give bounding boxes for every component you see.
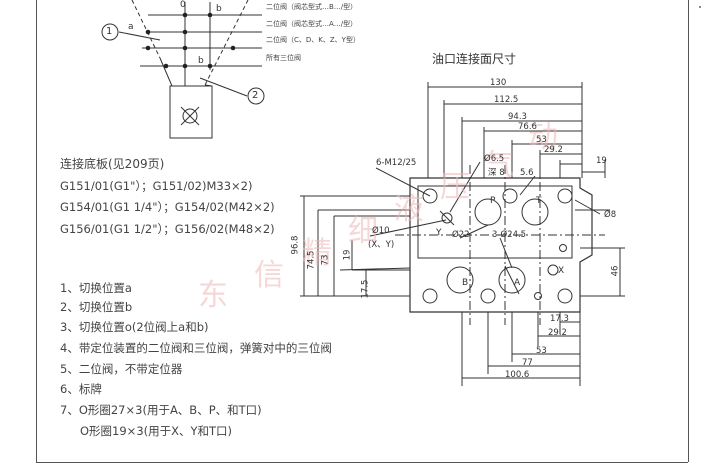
port-letter: B: [462, 278, 469, 288]
valve-position-symbol: [101, 0, 265, 139]
base-plate-row: G156/01(G1 1/2"）；G156/02(M48×2): [60, 222, 275, 236]
position-letter: 0: [180, 0, 186, 10]
symbol-legend-line: 二位阀（C、D、K、Z、Y型）: [266, 36, 360, 44]
base-plate-row: G154/01(G1 1/4"）；G154/02(M42×2): [60, 200, 275, 214]
callout-label: 5.6: [520, 168, 534, 178]
symbol-legend-line: 二位阀（阀芯型式…A…/型）: [266, 20, 358, 28]
dimension-label: 130: [490, 78, 507, 88]
dimension-label: 19: [596, 156, 607, 166]
base-plate-title: 连接底板(见209页): [60, 157, 165, 171]
callout-leaders: [369, 161, 601, 269]
position-letter: b: [216, 4, 222, 14]
port-letter: P: [490, 196, 496, 206]
base-plate-row: G151/01(G1"）；G151/02)M33×2): [60, 179, 253, 193]
dimension-label: 112.5: [494, 95, 519, 105]
note-item: O形圈19×3(用于X、Y和T口): [80, 424, 233, 438]
callout-label: Ø10: [372, 226, 390, 236]
dimension-label: 74.5: [306, 250, 317, 270]
dimension-label: 19: [342, 249, 353, 261]
watermark-char: 细: [348, 214, 378, 249]
port-letter: T: [536, 196, 542, 206]
port-dimension-title: 油口连接面尺寸: [432, 52, 517, 66]
symbol-legend-line: 二位阀（阀芯型式…B…/型）: [266, 3, 358, 11]
callout-label: Ø8: [604, 210, 617, 220]
callout-number: 2: [252, 90, 259, 101]
watermark-char: 精: [302, 236, 332, 271]
port-letter: Y: [436, 228, 442, 238]
callout-label: Ø6.5: [484, 154, 505, 164]
dimension-label: 29.2: [548, 328, 567, 338]
note-item: 4、带定位装置的二位阀和三位阀，弹簧对中的三位阀: [60, 341, 332, 355]
dimension-label: 53: [536, 346, 547, 356]
note-item: 5、二位阀，不带定位器: [60, 362, 183, 376]
callout-number: 1: [106, 26, 113, 37]
watermark-char: 气: [484, 148, 514, 183]
dimension-label: 100.6: [505, 370, 530, 380]
frame-right-border: [688, 0, 689, 462]
bottom-dimension-lines: [461, 312, 581, 386]
dimension-label: 76.6: [518, 122, 537, 132]
dimension-label: 29.2: [544, 145, 563, 155]
symbol-legend-line: 所有三位阀: [266, 54, 301, 62]
mounting-face-outline: [395, 165, 605, 325]
note-item: 3、切换位置o(2位阀上a和b): [60, 320, 209, 334]
position-letter: a: [128, 22, 134, 32]
watermark-char: 动: [528, 120, 558, 155]
dimension-label: 17.5: [360, 279, 371, 299]
watermark-char: 东: [198, 278, 228, 313]
corner-mark: [699, 6, 701, 8]
note-item: 6、标牌: [60, 382, 102, 396]
callout-label: (X、Y): [368, 240, 395, 250]
dimension-label: 94.3: [508, 112, 527, 122]
frame-bottom-border: [36, 462, 688, 463]
top-dimension-lines: [427, 82, 606, 178]
note-item: 7、O形圈27×3(用于A、B、P、和T口): [60, 403, 262, 417]
dimension-label: 46: [610, 265, 621, 277]
dimension-label: 77: [522, 358, 533, 368]
watermark-char: 液: [394, 192, 424, 227]
dimension-label: 53: [536, 135, 547, 145]
watermark-char: 信: [254, 258, 284, 293]
frame-left-border: [36, 0, 37, 462]
callout-label: 6-M12/25: [376, 158, 417, 168]
note-item: 2、切换位置b: [60, 300, 133, 314]
callout-label: 深 8: [488, 168, 505, 178]
dimension-label: 17.3: [550, 314, 569, 324]
watermark-char: 压: [440, 170, 470, 205]
dimension-label: 73: [320, 254, 331, 266]
left-dimension-lines: [300, 195, 411, 297]
dimension-label: 96.8: [290, 235, 301, 255]
port-letter: X: [558, 266, 565, 276]
note-item: 1、切换位置a: [60, 281, 132, 295]
port-letter: A: [514, 278, 521, 288]
callout-label: 3-Ø24.5: [492, 230, 527, 240]
callout-label: Ø22: [452, 230, 470, 240]
right-dimension-lines: [575, 209, 625, 297]
position-letter: b: [198, 56, 204, 66]
